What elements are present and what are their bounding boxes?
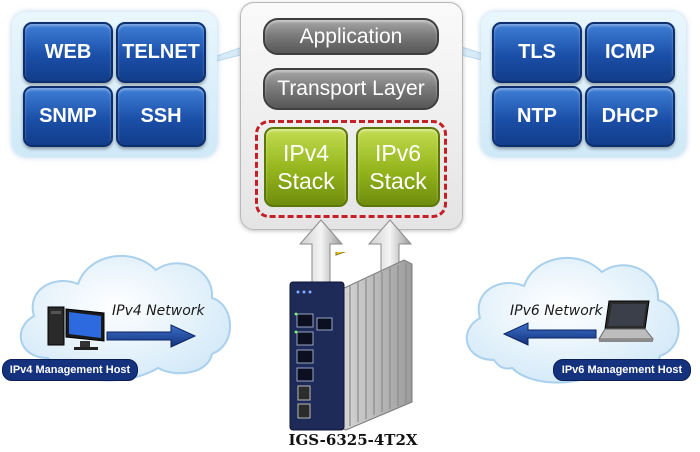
ssh-protocol-button: SSH <box>116 86 206 147</box>
ipv6-network-label: IPv6 Network <box>510 303 603 319</box>
tls-protocol-button: TLS <box>492 22 582 83</box>
web-protocol-button: WEB <box>23 22 113 83</box>
desktop-computer-icon <box>47 306 105 350</box>
ipv6-stack: IPv6 Stack <box>356 127 440 207</box>
ip-stacks-dashed-outline <box>255 120 447 218</box>
ipv4-network-label: IPv4 Network <box>112 303 205 319</box>
ipv4-management-host-badge: IPv4 Management Host <box>2 359 138 381</box>
right-arrow-icon <box>106 324 197 348</box>
ipv6-stack-line2: Stack <box>369 168 427 194</box>
transport-layer: Transport Layer <box>263 68 439 110</box>
right-protocol-panel: TLS ICMP NTP DHCP <box>481 12 686 157</box>
device-model-label: IGS-6325-4T2X <box>288 431 418 449</box>
ipv4-stack-line2: Stack <box>277 168 335 194</box>
ipv6-stack-line1: IPv6 <box>374 140 422 166</box>
dhcp-protocol-button: DHCP <box>585 86 675 147</box>
left-protocol-panel: WEB TELNET SNMP SSH <box>12 12 217 157</box>
ipv4-stack: IPv4 Stack <box>264 127 348 207</box>
ipv6-network-cloud <box>465 257 680 384</box>
ntp-protocol-button: NTP <box>492 86 582 147</box>
ipv4-stack-line1: IPv4 <box>282 140 330 166</box>
ipv6-management-host-badge: IPv6 Management Host <box>553 359 691 381</box>
application-layer: Application <box>263 18 439 55</box>
telnet-protocol-button: TELNET <box>116 22 206 83</box>
left-arrow-icon <box>502 322 597 346</box>
icmp-protocol-button: ICMP <box>585 22 675 83</box>
snmp-protocol-button: SNMP <box>23 86 113 147</box>
industrial-switch-image <box>289 252 413 431</box>
laptop-icon <box>598 300 655 342</box>
